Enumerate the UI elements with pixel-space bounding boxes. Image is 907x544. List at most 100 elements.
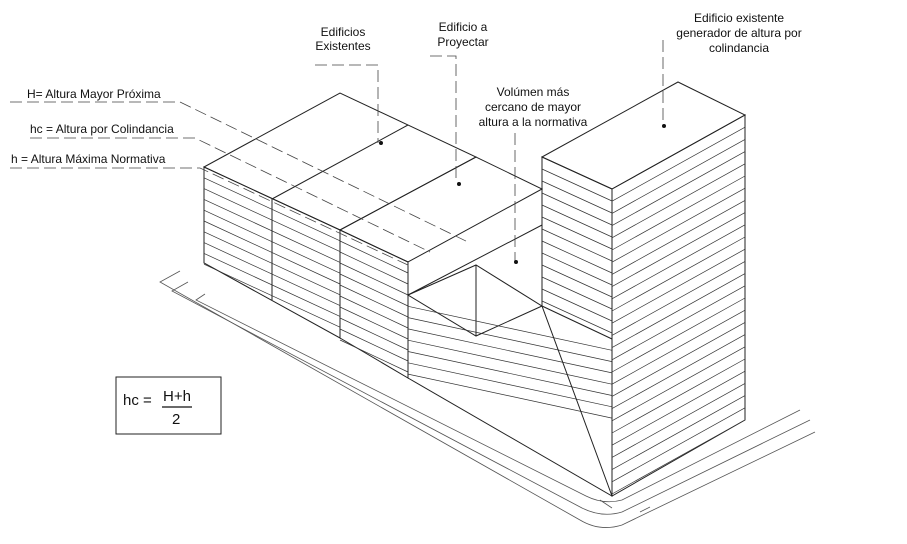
floor-line — [407, 362, 613, 408]
floor-line — [611, 285, 746, 361]
floor-line — [203, 209, 341, 274]
floor-line — [611, 395, 746, 470]
floor-line — [339, 317, 409, 351]
floor-line — [611, 407, 746, 483]
floor-line — [203, 188, 341, 252]
nearest-volume-top — [406, 224, 543, 337]
floor-line — [339, 284, 409, 318]
project-building-top — [338, 156, 544, 263]
formula-lhs: hc = — [123, 392, 152, 409]
floor-line — [541, 180, 613, 214]
floor-line — [407, 339, 613, 385]
floor-line — [203, 220, 341, 285]
nearest-volume-label-line2: cercano de mayor — [485, 100, 581, 114]
floor-line — [611, 151, 746, 226]
leader-lines — [315, 40, 666, 264]
floor-line — [541, 288, 613, 322]
callout-labels: Edificios Existentes Edificio a Proyecta… — [315, 11, 801, 129]
floor-line — [339, 240, 409, 274]
floor-line — [611, 139, 746, 214]
floor-line — [339, 251, 409, 285]
floor-line — [407, 351, 613, 396]
tower-label-line3: colindancia — [709, 41, 769, 55]
floor-line — [541, 300, 613, 334]
nearest-volume — [406, 224, 613, 497]
floor-line — [541, 264, 613, 298]
legend-h: h = Altura Máxima Normativa — [11, 152, 166, 166]
formula-box: hc = H+h 2 — [115, 376, 222, 435]
formula-numerator: H+h — [163, 388, 191, 405]
H-reference-line — [10, 101, 471, 244]
floor-line — [611, 248, 746, 324]
floor-line — [611, 163, 746, 239]
floor-line — [407, 373, 613, 419]
tower-building — [540, 81, 747, 497]
legend-H: H= Altura Mayor Próxima — [27, 87, 161, 101]
floor-line — [611, 175, 746, 251]
hc-reference-line — [30, 137, 431, 253]
floor-line — [541, 216, 613, 250]
floor-line — [203, 177, 341, 242]
floor-line — [339, 262, 409, 296]
floor-line — [541, 276, 613, 310]
project-building-label-line1: Edificio a — [439, 20, 488, 34]
floor-line — [541, 192, 613, 226]
floor-line — [203, 253, 341, 317]
street-outline — [159, 270, 816, 528]
floor-line — [611, 224, 746, 300]
h-reference-line — [10, 167, 411, 267]
existing-buildings-label-line1: Edificios — [321, 25, 366, 39]
floor-line — [407, 305, 613, 351]
floor-line — [611, 370, 746, 446]
floor-line — [339, 273, 409, 307]
floor-line — [203, 242, 341, 306]
nearest-volume-label-line1: Volúmen más — [497, 85, 570, 99]
floor-line — [203, 199, 341, 263]
existing-roof-divider — [271, 124, 409, 200]
floor-line — [611, 309, 746, 385]
nearest-volume-label-line3: altura a la normativa — [479, 115, 588, 129]
nearest-volume-floor-lines — [407, 305, 613, 419]
floor-line — [339, 339, 409, 373]
floor-line — [611, 419, 746, 495]
floor-line — [611, 334, 746, 409]
floor-line — [611, 200, 746, 275]
floor-line — [611, 187, 746, 263]
floor-line — [339, 306, 409, 340]
floor-line — [611, 236, 746, 312]
floor-line — [611, 383, 746, 458]
tower-label-line2: generador de altura por — [676, 26, 801, 40]
project-building — [338, 156, 544, 379]
height-legend: H= Altura Mayor Próxima hc = Altura por … — [11, 87, 174, 166]
tower-top — [540, 81, 747, 190]
floor-line — [541, 204, 613, 238]
floor-line — [611, 212, 746, 287]
floor-line — [611, 322, 746, 397]
floor-line — [541, 168, 613, 202]
existing-buildings-label-line2: Existentes — [315, 39, 370, 53]
tower-side — [611, 114, 746, 497]
height-reference-lines — [10, 101, 471, 267]
floor-line — [407, 328, 613, 374]
existing-floor-lines — [203, 177, 341, 328]
floor-line — [611, 297, 746, 373]
floor-line — [611, 358, 746, 434]
floor-line — [339, 328, 409, 362]
floor-line — [611, 126, 746, 202]
floor-line — [203, 231, 341, 296]
project-floor-lines — [339, 240, 409, 373]
floor-line — [407, 317, 613, 362]
floor-line — [339, 295, 409, 329]
tower-floor-lines — [541, 126, 746, 495]
legend-hc: hc = Altura por Colindancia — [30, 122, 174, 136]
project-building-label-line2: Proyectar — [437, 35, 488, 49]
floor-line — [611, 346, 746, 422]
formula-denominator: 2 — [172, 411, 180, 428]
floor-line — [203, 263, 341, 328]
floor-line — [541, 228, 613, 262]
floor-line — [611, 261, 746, 336]
floor-line — [611, 273, 746, 348]
floor-line — [541, 252, 613, 286]
